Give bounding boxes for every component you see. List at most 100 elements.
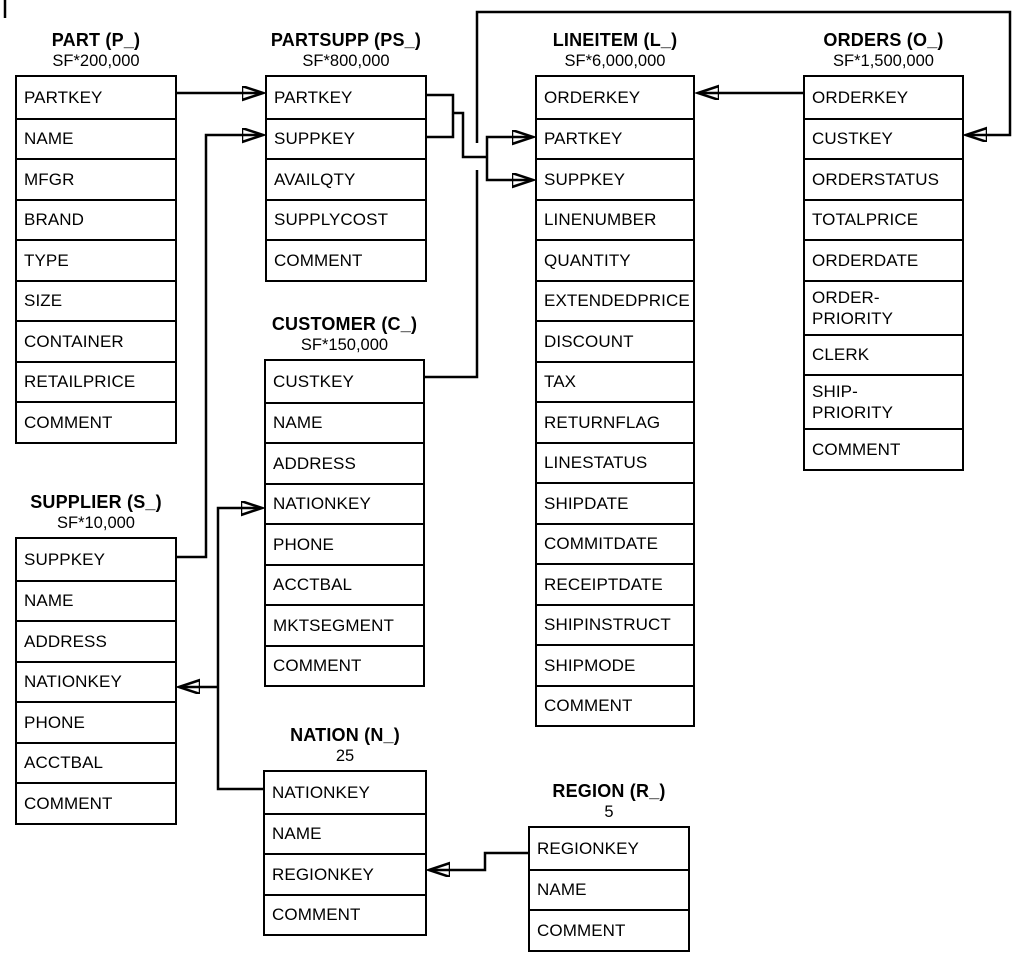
rel-partsupp-bracket [427,93,487,159]
table-title: NATION (N_) [290,725,400,745]
column-cell: AVAILQTY [267,158,425,199]
column-cell: CUSTKEY [805,117,962,159]
rel-region-nation [430,851,528,870]
column-cell: COMMITDATE [537,522,693,564]
column-cell: COMMENT [17,782,175,823]
column-cell: PARTKEY [24,87,103,107]
column-cell: EXTENDEDPRICE [537,279,693,321]
column-cell: COMMENT [537,684,693,726]
column-cell: SUPPKEY [267,117,425,159]
column-cell: RETAILPRICE [17,360,175,402]
column-cell: PARTKEY [274,87,353,107]
column-cell: MFGR [17,158,175,199]
column-cell: PHONE [17,701,175,742]
column-cell: ACCTBAL [17,741,175,783]
column-cell: RETURNFLAG [537,401,693,442]
table-title: PART (P_) [51,30,141,50]
table-title: SUPPLIER (S_) [30,492,162,512]
column-cell: LINESTATUS [537,441,693,483]
column-cell: LINENUMBER [537,198,693,240]
column-cell: ACCTBAL [266,563,423,605]
column-cell: SUPPKEY [24,549,106,569]
table-cardinality: SF*150,000 [300,336,389,354]
column-cell: MKTSEGMENT [266,604,423,645]
column-cell: NAME [17,579,175,621]
column-cell: TOTALPRICE [805,198,962,240]
column-cell: TYPE [17,239,175,280]
column-cell: CUSTKEY [273,371,354,391]
table-partsupp: PARTSUPP (PS_) SF*800,000 PARTKEY SUPPKEY… [265,29,427,282]
table-cardinality: SF*800,000 [302,52,390,70]
column-cell: ORDERDATE [805,239,962,280]
column-cell: COMMENT [266,644,423,686]
column-cell: QUANTITY [537,239,693,280]
column-cell: COMMENT [267,239,425,280]
rel-customer-orders-lower [425,170,479,379]
table-cardinality: SF*1,500,000 [833,52,934,70]
rel-partsupp-bracket-suppkey [427,114,455,139]
column-cell: ADDRESS [17,620,175,661]
column-cell: PHONE [266,523,423,564]
column-cell: SHIPMODE [537,644,693,685]
column-cell: ORDER- PRIORITY [805,279,962,334]
column-cell: CONTAINER [17,320,175,361]
column-cell: NATIONKEY [17,660,175,702]
column-cell: COMMENT [265,893,425,935]
table-cardinality: 5 [604,803,614,821]
column-cell: ADDRESS [266,442,423,483]
column-cell: REGIONKEY [537,838,639,858]
table-cardinality: 25 [335,747,355,765]
column-cell: NAME [266,401,423,443]
column-cell: REGIONKEY [265,853,425,894]
table-cardinality: SF*200,000 [52,52,140,70]
column-cell: ORDERKEY [544,87,641,107]
column-cell: CLERK [805,333,962,375]
column-cell: NAME [17,117,175,159]
table-cardinality: SF*10,000 [57,514,135,532]
column-cell: ORDERSTATUS [805,158,962,199]
column-cell: SHIPDATE [537,482,693,523]
column-cell: NATIONKEY [266,482,423,524]
column-cell: SUPPKEY [537,158,693,199]
column-cell: ORDERKEY [812,87,909,107]
table-title: PARTSUPP (PS_) [270,30,422,50]
table-orders: ORDERS (O_) SF*1,500,000 ORDERKEY CUSTKEY… [803,29,964,471]
table-title: CUSTOMER (C_) [271,314,418,334]
column-cell: NAME [265,812,425,854]
column-cell: COMMENT [805,428,962,469]
column-cell: COMMENT [530,909,688,950]
column-cell: TAX [537,360,693,402]
column-cell: SIZE [17,279,175,321]
table-title: REGION (R_) [552,781,666,801]
rel-partsupp-lineitem-suppkey [485,157,532,180]
column-cell: PARTKEY [537,117,693,159]
column-cell: SHIPINSTRUCT [537,603,693,645]
rel-nation-customer [216,508,263,791]
table-title: LINEITEM (L_) [552,30,678,50]
rel-partsupp-lineitem-partkey [485,137,532,157]
column-cell: RECEIPTDATE [537,563,693,604]
column-cell: DISCOUNT [537,320,693,361]
column-cell: NAME [530,868,688,910]
column-cell: NATIONKEY [272,782,370,802]
column-cell: SHIP- PRIORITY [805,374,962,428]
table-title: ORDERS (O_) [823,30,944,50]
column-cell: SUPPLYCOST [267,198,425,240]
column-cell: COMMENT [17,401,175,442]
rel-supplier-partsupp [177,135,262,559]
